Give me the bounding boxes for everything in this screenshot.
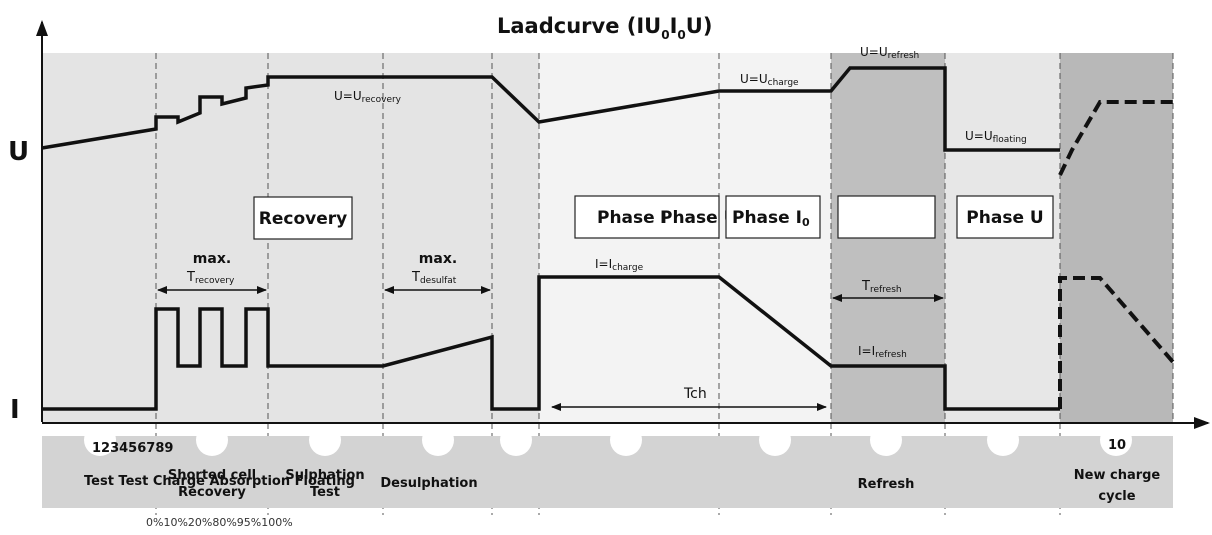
voltage-curve (41, 66, 1060, 152)
svg-text:Phase U: Phase U (966, 208, 1043, 228)
label-tch: Tch (683, 386, 707, 402)
stage-bar-tabs (84, 424, 1132, 456)
axis-label-u: U (8, 137, 29, 167)
phase-box-u: Phase U (956, 195, 1054, 239)
current-curve (42, 275, 1060, 411)
percentages-row: 0%10%20%80%95%100% (146, 516, 293, 529)
stage-bar (42, 436, 1173, 508)
stage-test-row: Test Test Charge Absorption Floating (84, 474, 355, 489)
stage-sulph-line1: Sulphation (285, 468, 364, 483)
stage-refresh: Refresh (858, 477, 915, 492)
label-i-charge: I=Icharge (595, 257, 644, 273)
stage-new-line2: cycle (1098, 489, 1135, 504)
phase-box-empty (837, 195, 936, 239)
label-i-refresh: I=Irefresh (858, 344, 907, 360)
diagram-title: Laadcurve (IU0I0U) (497, 14, 712, 42)
axis-label-i: I (10, 395, 20, 425)
stage-shorted-line1: Shorted cell (168, 468, 256, 483)
label-u-floating: U=Ufloating (965, 129, 1027, 145)
label-max-recovery: max. (193, 251, 231, 267)
label-t-desulfat: Tdesulfat (411, 270, 457, 286)
svg-text:Recovery: Recovery (259, 209, 347, 229)
step-ten: 10 (1108, 438, 1126, 453)
svg-text:Phase I0: Phase I0 (732, 208, 810, 229)
label-u-recovery: U=Urecovery (334, 89, 402, 105)
current-curve-next-cycle (1058, 276, 1175, 409)
phase-box-recovery: Recovery (253, 196, 353, 240)
svg-text:Phase I: Phase I (597, 208, 667, 228)
label-t-refresh: Trefresh (861, 279, 902, 295)
label-max-desulfat: max. (419, 251, 457, 267)
zone-new-cycle (1060, 53, 1173, 423)
stage-new-line1: New charge (1074, 468, 1161, 483)
label-u-refresh: U=Urefresh (860, 45, 919, 61)
label-t-recovery: Trecovery (186, 270, 235, 286)
phase-box-i0: Phase I0 (725, 195, 821, 239)
voltage-curve-next-cycle (1058, 100, 1173, 176)
stage-desulphation: Desulphation (380, 476, 477, 491)
step-numbers: 123456789 (92, 441, 173, 456)
phase-box-i: Phase I (574, 195, 720, 239)
stage-shorted-line2: Recovery (178, 485, 246, 500)
label-u-charge: U=Ucharge (740, 72, 799, 88)
stage-sulph-line2: Test (310, 485, 340, 500)
